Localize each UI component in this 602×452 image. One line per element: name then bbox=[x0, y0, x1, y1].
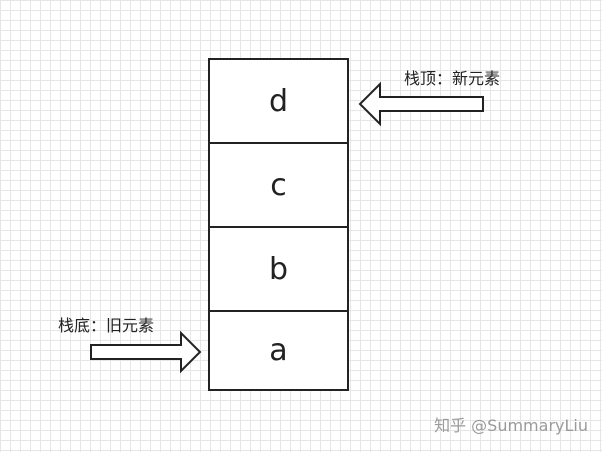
stack-cell-c: c bbox=[210, 142, 347, 226]
stack-box: d c b a bbox=[208, 58, 349, 391]
arrow-right-icon bbox=[90, 330, 202, 374]
stack-cell-d: d bbox=[268, 83, 289, 119]
stack-bottom-label: 栈底：旧元素 bbox=[58, 316, 155, 335]
stack-cell-a: a bbox=[210, 310, 347, 389]
stack-top-label: 栈顶：新元素 bbox=[404, 69, 501, 88]
watermark-text: 知乎 @SummaryLiu bbox=[434, 416, 588, 435]
stack-cell-b: b bbox=[210, 226, 347, 310]
arrow-left-icon bbox=[358, 81, 484, 127]
